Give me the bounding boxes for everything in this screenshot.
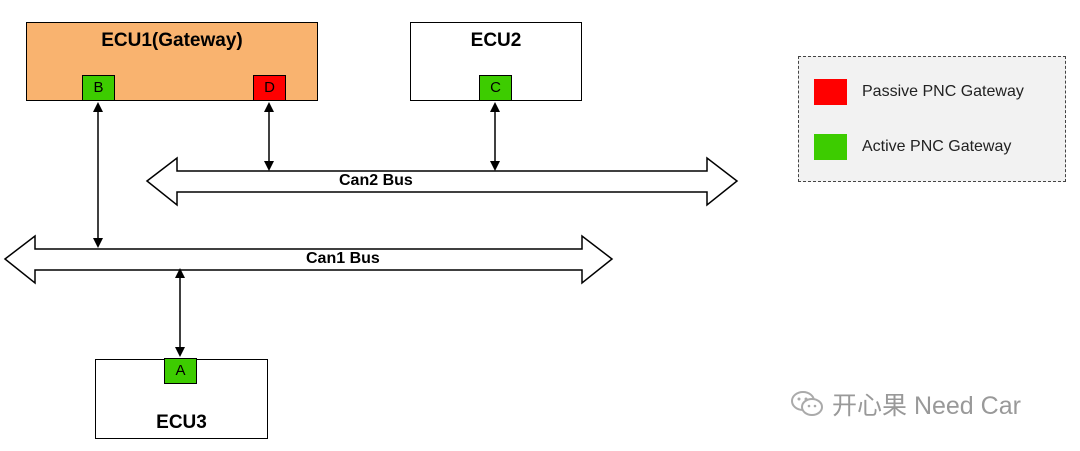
port-b: B bbox=[82, 75, 115, 101]
port-a: A bbox=[164, 358, 197, 384]
ecu3-title: ECU3 bbox=[156, 412, 207, 433]
wechat-icon bbox=[791, 391, 823, 416]
port-c: C bbox=[479, 75, 512, 101]
can2-bus-arrow bbox=[145, 156, 739, 207]
port-d: D bbox=[253, 75, 286, 101]
legend-passive-label: Passive PNC Gateway bbox=[862, 83, 1024, 100]
legend-passive-swatch bbox=[814, 79, 847, 105]
can1-bus-label: Can1 Bus bbox=[302, 250, 384, 268]
ecu2-title: ECU2 bbox=[470, 30, 522, 51]
watermark-text: 开心果 Need Car bbox=[832, 392, 1021, 420]
watermark: 开心果 Need Car bbox=[790, 386, 1021, 422]
legend-active-label: Active PNC Gateway bbox=[862, 138, 1012, 155]
can2-bus-label: Can2 Bus bbox=[335, 172, 417, 190]
legend: Passive PNC Gateway Active PNC Gateway bbox=[798, 56, 1066, 182]
legend-active-swatch bbox=[814, 134, 847, 160]
ecu1-title: ECU1(Gateway) bbox=[101, 30, 243, 51]
